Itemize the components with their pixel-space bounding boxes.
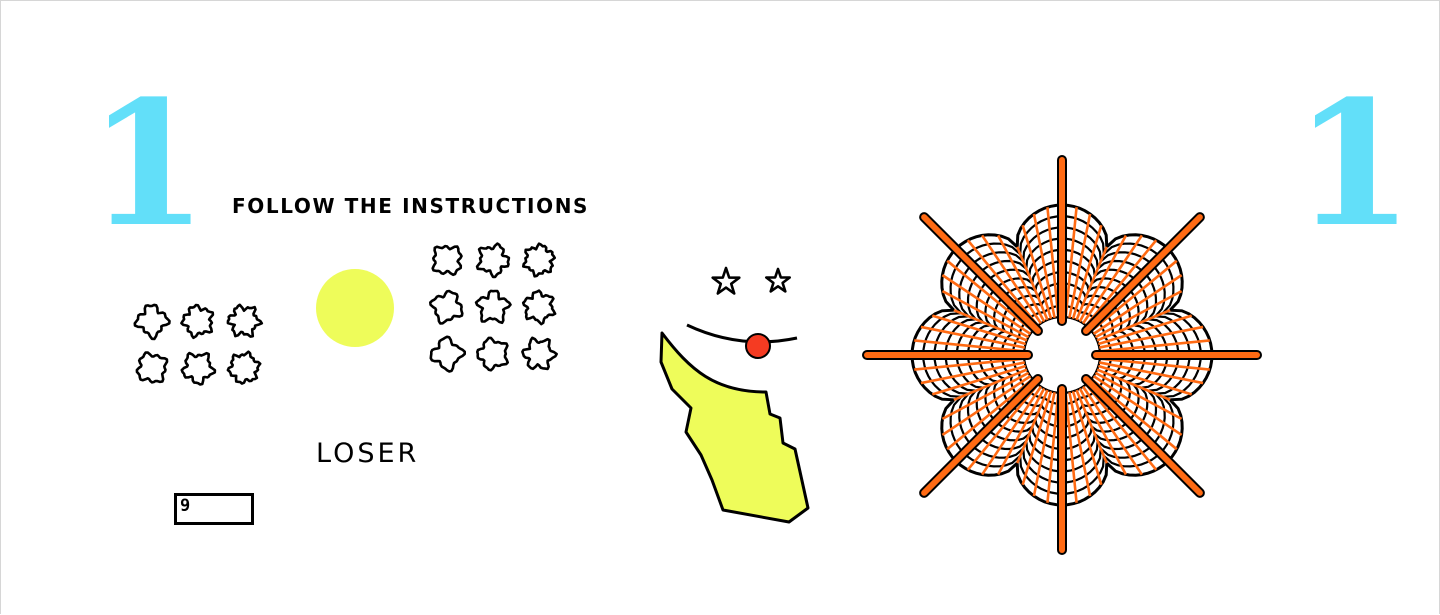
web-thread (920, 325, 1025, 349)
web-thread (1046, 207, 1060, 318)
web-spoke (921, 376, 1041, 496)
round-number-left: 1 (88, 62, 208, 265)
web-thread (1082, 385, 1143, 476)
web-thread (1099, 361, 1204, 385)
round-number-right: 1 (1294, 62, 1414, 265)
mouth-curve (686, 323, 798, 344)
web-thread (1090, 259, 1178, 332)
flower-icon (521, 289, 557, 326)
web-thread (1096, 368, 1171, 401)
web-thread (966, 383, 1039, 471)
flower-icon (474, 289, 512, 325)
web-thread (1071, 390, 1103, 486)
web-thread (1099, 325, 1204, 349)
web-thread (981, 234, 1042, 325)
web-thread (1068, 392, 1092, 497)
answer-field[interactable] (174, 493, 254, 525)
web-thread (1099, 357, 1210, 371)
web-thread (1085, 239, 1158, 327)
web-thread (1075, 389, 1108, 464)
web-thread (1094, 289, 1183, 339)
web-thread (946, 259, 1034, 332)
flower-group-right[interactable] (429, 242, 558, 373)
web-thread (941, 371, 1030, 421)
yellow-blob (659, 331, 810, 524)
web-thread (996, 387, 1046, 476)
web-thread (941, 375, 1032, 436)
web-thread (1016, 246, 1049, 321)
web-spoke (1083, 376, 1203, 496)
web-thread (931, 364, 1027, 396)
web-thread (1099, 339, 1210, 353)
web-thread (1085, 383, 1158, 471)
web-thread (1021, 390, 1053, 486)
web-thread (981, 385, 1042, 476)
flower-icon (180, 303, 215, 340)
web-thread (966, 239, 1039, 327)
flower-icon (476, 336, 509, 372)
flower-icon (522, 242, 556, 278)
flower-group-left[interactable] (133, 303, 264, 386)
flower-icon (521, 336, 558, 371)
web-thread (1096, 309, 1171, 342)
web-thread (1032, 213, 1056, 318)
web-thread (1097, 364, 1193, 396)
star-icon (711, 266, 741, 295)
web-thread (941, 274, 1032, 335)
flower-icon (180, 351, 217, 386)
star-icon (765, 267, 791, 293)
web-thread (1078, 234, 1128, 323)
spider-web[interactable] (862, 155, 1262, 555)
web-thread (1046, 392, 1060, 503)
web-thread (1092, 375, 1183, 436)
flower-icon (431, 244, 463, 277)
web-thread (914, 339, 1025, 353)
web-thread (1021, 224, 1053, 320)
web-thread (1082, 234, 1143, 325)
web-thread (1092, 274, 1183, 335)
clown-face[interactable] (659, 266, 810, 524)
web-thread (1064, 207, 1078, 318)
red-nose (745, 333, 771, 359)
web-thread (1090, 378, 1178, 451)
web-thread (1068, 213, 1092, 318)
answer-input[interactable] (177, 496, 250, 516)
flower-icon (133, 303, 171, 341)
web-thread (941, 289, 1030, 339)
instructions-heading: FOLLOW THE INSTRUCTIONS (232, 194, 590, 218)
web-thread (1075, 246, 1108, 321)
web-thread (953, 368, 1028, 401)
web-thread (914, 357, 1025, 371)
web-thread (920, 361, 1025, 385)
web-thread (931, 314, 1027, 346)
flower-icon (135, 351, 169, 384)
web-thread (1016, 389, 1049, 464)
web-thread (1097, 314, 1193, 346)
web-spoke (921, 214, 1041, 334)
flower-icon (226, 350, 262, 385)
flower-icon (429, 335, 466, 373)
web-thread (1032, 392, 1056, 497)
web-thread (996, 234, 1046, 323)
web-thread (1071, 224, 1103, 320)
web-thread (953, 309, 1028, 342)
flower-icon (429, 289, 464, 325)
sun-circle[interactable] (316, 269, 394, 347)
flower-icon (475, 242, 511, 279)
web-thread (946, 378, 1034, 451)
web-thread (1064, 392, 1078, 503)
flower-icon (226, 303, 264, 338)
web-thread (1078, 387, 1128, 476)
web-thread (1094, 371, 1183, 421)
status-label: LOSER (316, 438, 420, 469)
web-spoke (1083, 214, 1203, 334)
